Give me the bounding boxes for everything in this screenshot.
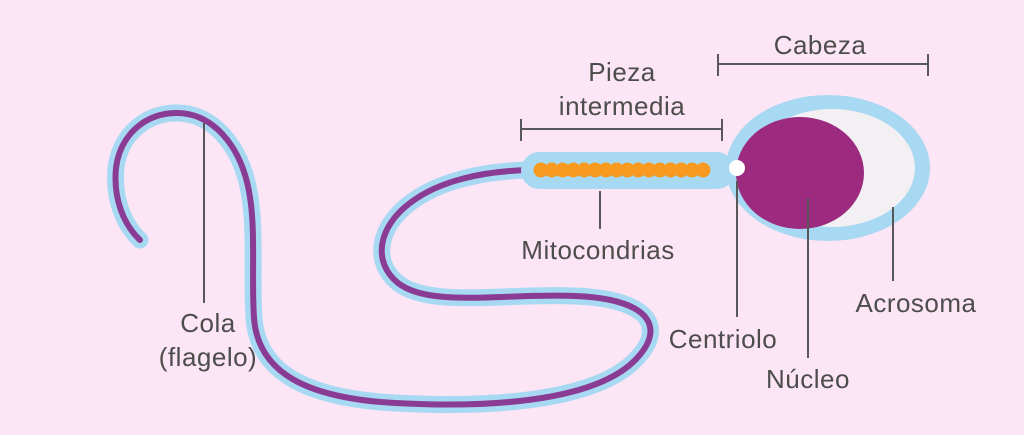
- label-cola: Cola (flagelo): [158, 308, 258, 372]
- label-pieza-intermedia: Pieza intermedia: [558, 57, 686, 121]
- label-cabeza: Cabeza: [773, 30, 867, 60]
- centriole-dot: [729, 160, 745, 176]
- label-nucleo: Núcleo: [766, 364, 850, 394]
- bracket-pieza-intermedia: [520, 119, 723, 141]
- tail-filament: [112, 109, 654, 408]
- label-acrosoma: Acrosoma: [855, 288, 977, 318]
- nucleus-shape: [736, 117, 864, 229]
- label-centriolo: Centriolo: [668, 324, 778, 354]
- label-mitocondrias: Mitocondrias: [521, 235, 675, 265]
- bracket-cabeza: [717, 54, 929, 76]
